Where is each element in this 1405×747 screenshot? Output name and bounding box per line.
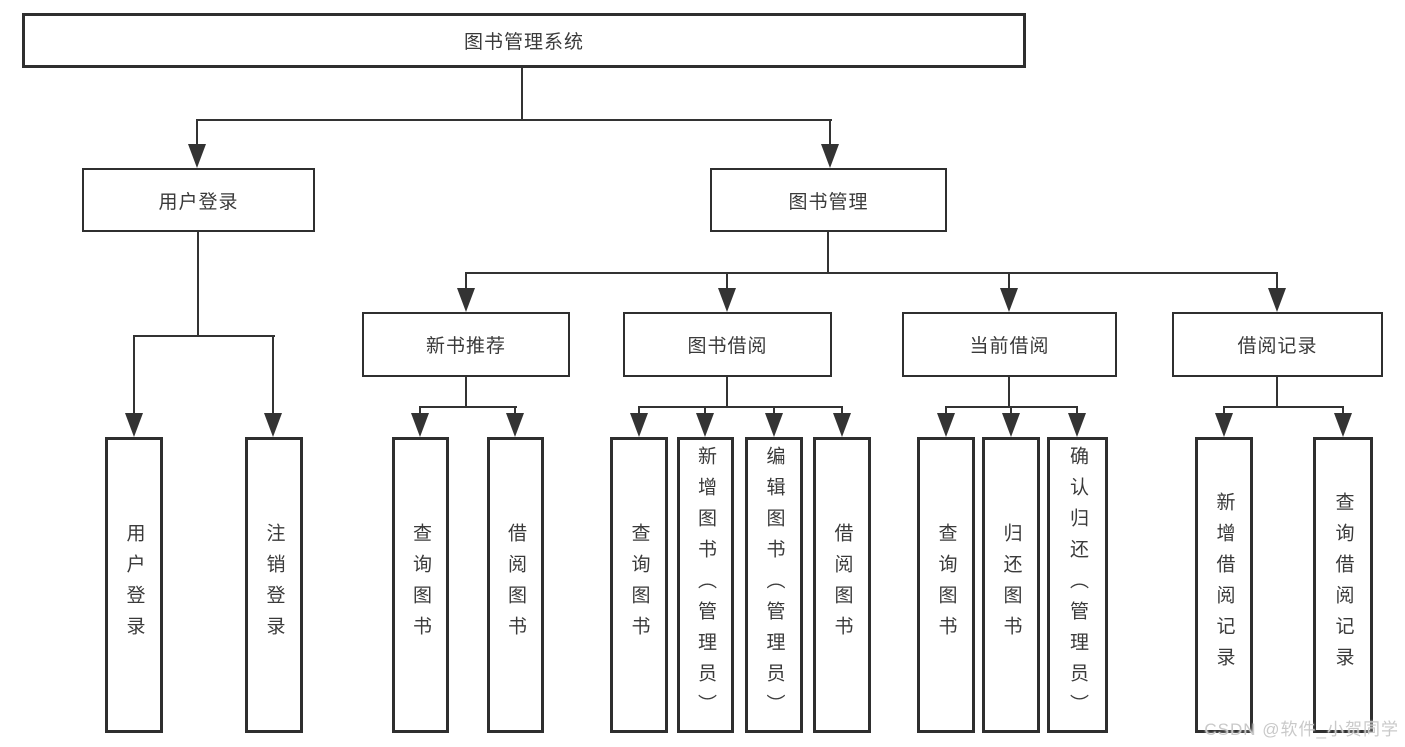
node-book-management: 图书管理 [710, 168, 947, 232]
leaf-query-books-borrowing-label: 查询图书 [628, 523, 650, 647]
connector-line [133, 335, 275, 337]
node-new-book-recommend-label: 新书推荐 [425, 336, 506, 357]
connector-line [1008, 377, 1010, 407]
leaf-query-borrow-record-label: 查询借阅记录 [1332, 492, 1354, 678]
node-new-book-recommend: 新书推荐 [362, 312, 570, 377]
connector-line [465, 377, 467, 407]
arrow-down-icon [264, 413, 282, 437]
node-library-system: 图书管理系统 [22, 13, 1026, 68]
leaf-user-login: 用户登录 [105, 437, 163, 733]
connector-line [829, 120, 831, 150]
connector-line [197, 232, 199, 337]
arrow-down-icon [411, 413, 429, 437]
connector-line [133, 336, 135, 420]
arrow-down-icon [1002, 413, 1020, 437]
leaf-logout-label: 注销登录 [263, 523, 285, 647]
connector-line [726, 377, 728, 407]
leaf-add-book-admin: 新增图书（管理员） [677, 437, 734, 733]
node-borrowing-records-label: 借阅记录 [1237, 336, 1318, 357]
leaf-edit-book-admin-label: 编辑图书（管理员） [763, 445, 785, 725]
arrow-down-icon [457, 288, 475, 312]
connector-line [465, 272, 1278, 274]
leaf-query-books-borrowing: 查询图书 [610, 437, 668, 733]
leaf-edit-book-admin: 编辑图书（管理员） [745, 437, 803, 733]
arrow-down-icon [696, 413, 714, 437]
leaf-query-books-recommend: 查询图书 [392, 437, 449, 733]
arrow-down-icon [125, 413, 143, 437]
node-current-borrowing: 当前借阅 [902, 312, 1117, 377]
connector-line [1276, 377, 1278, 407]
arrow-down-icon [718, 288, 736, 312]
connector-line [521, 68, 523, 120]
connector-line [1276, 273, 1278, 291]
leaf-add-borrow-record: 新增借阅记录 [1195, 437, 1253, 733]
arrow-down-icon [765, 413, 783, 437]
node-library-system-label: 图书管理系统 [463, 32, 584, 53]
leaf-add-book-admin-label: 新增图书（管理员） [695, 445, 716, 725]
arrow-down-icon [833, 413, 851, 437]
connector-line [272, 336, 274, 420]
arrow-down-icon [1268, 288, 1286, 312]
leaf-borrow-books-borrowing-label: 借阅图书 [831, 523, 853, 647]
arrow-down-icon [1215, 413, 1233, 437]
node-book-management-label: 图书管理 [788, 191, 869, 213]
leaf-return-book: 归还图书 [982, 437, 1040, 733]
leaf-borrow-books-recommend-label: 借阅图书 [505, 523, 526, 647]
leaf-query-books-current-label: 查询图书 [935, 523, 957, 647]
node-current-borrowing-label: 当前借阅 [969, 336, 1050, 357]
arrow-down-icon [937, 413, 955, 437]
leaf-confirm-return-admin-label: 确认归还（管理员） [1067, 445, 1088, 725]
connector-line [465, 273, 467, 291]
connector-line [726, 273, 728, 291]
connector-line [419, 406, 517, 408]
csdn-watermark: CSDN @软件_小贺同学 [1204, 720, 1399, 739]
leaf-add-borrow-record-label: 新增借阅记录 [1213, 492, 1235, 678]
leaf-return-book-label: 归还图书 [1000, 523, 1022, 647]
arrow-down-icon [506, 413, 524, 437]
arrow-down-icon [1000, 288, 1018, 312]
connector-line [196, 120, 198, 150]
leaf-confirm-return-admin: 确认归还（管理员） [1047, 437, 1108, 733]
connector-line [1223, 406, 1344, 408]
leaf-borrow-books-borrowing: 借阅图书 [813, 437, 871, 733]
connector-line [1008, 273, 1010, 291]
arrow-down-icon [1334, 413, 1352, 437]
leaf-query-books-recommend-label: 查询图书 [410, 523, 431, 647]
connector-line [827, 232, 829, 274]
node-borrowing-records: 借阅记录 [1172, 312, 1383, 377]
node-user-login: 用户登录 [82, 168, 315, 232]
leaf-user-login-label: 用户登录 [123, 523, 145, 647]
connector-line [196, 119, 832, 121]
leaf-query-books-current: 查询图书 [917, 437, 975, 733]
arrow-down-icon [630, 413, 648, 437]
leaf-query-borrow-record: 查询借阅记录 [1313, 437, 1373, 733]
connector-line [638, 406, 843, 408]
node-user-login-label: 用户登录 [158, 191, 239, 213]
node-book-borrowing: 图书借阅 [623, 312, 832, 377]
arrow-down-icon [188, 144, 206, 168]
node-book-borrowing-label: 图书借阅 [687, 336, 768, 357]
arrow-down-icon [1068, 413, 1086, 437]
leaf-borrow-books-recommend: 借阅图书 [487, 437, 544, 733]
leaf-logout: 注销登录 [245, 437, 303, 733]
arrow-down-icon [821, 144, 839, 168]
